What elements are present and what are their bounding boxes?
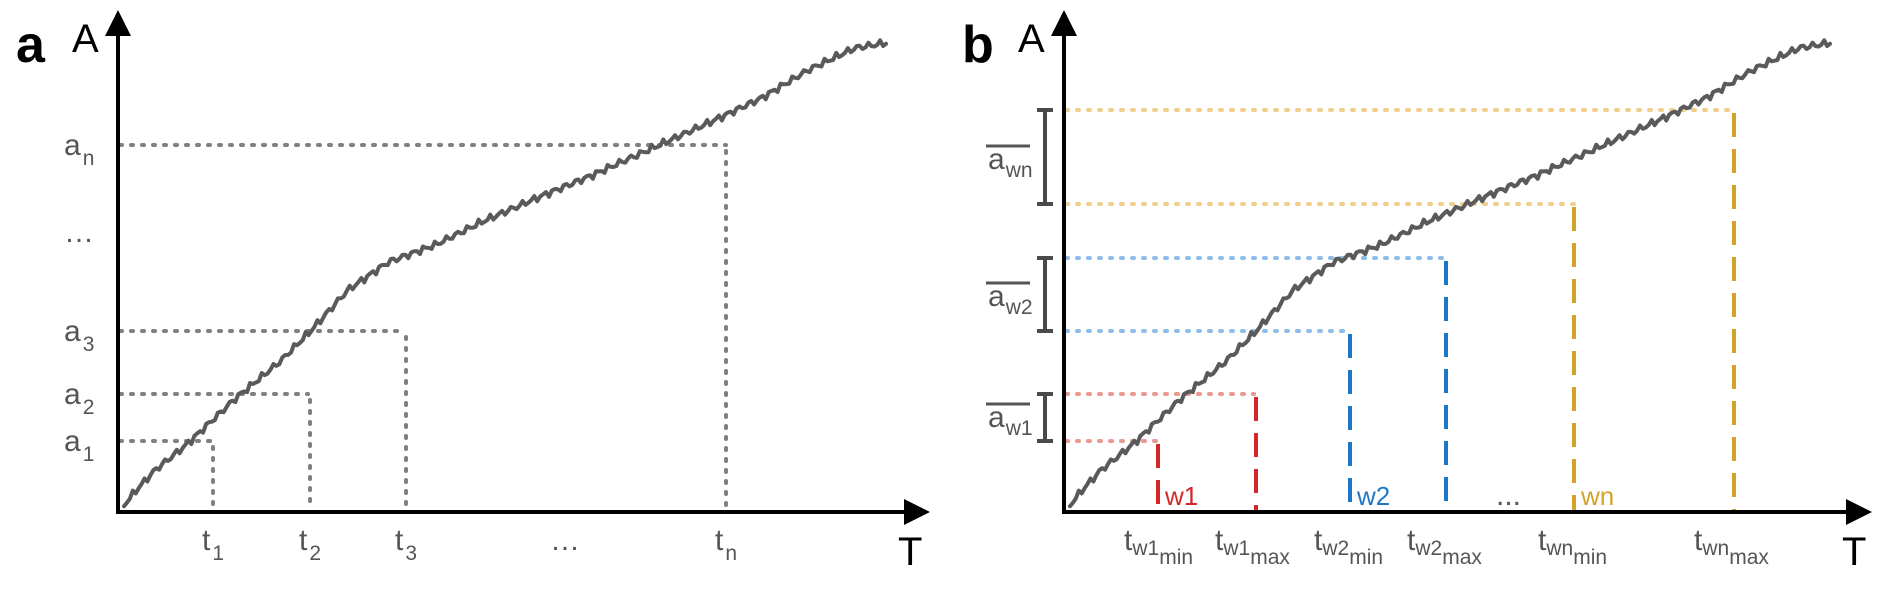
x-tick-tw1max: tw1max bbox=[1215, 524, 1290, 569]
svg-text:aw1: aw1 bbox=[988, 401, 1033, 440]
x-tick-t2: t2 bbox=[299, 524, 321, 565]
y-axis-arrow-b bbox=[1051, 10, 1077, 36]
x-tick-t1: t1 bbox=[202, 524, 224, 565]
x-axis-arrow-a bbox=[904, 499, 930, 525]
y-tick-ellipsis: … bbox=[64, 216, 94, 249]
avg-label-w1: aw1 bbox=[986, 401, 1033, 440]
window-ellipsis: ... bbox=[1496, 479, 1521, 512]
x-tick-tw1min: tw1min bbox=[1124, 524, 1193, 569]
panel-b-brackets bbox=[1037, 108, 1053, 443]
bracket-w1 bbox=[1037, 392, 1053, 443]
y-tick-a2: a2 bbox=[64, 378, 94, 419]
panel-b-window-bounds bbox=[1156, 113, 1736, 512]
bracket-wn bbox=[1037, 108, 1053, 206]
x-tick-twnmin: twnmin bbox=[1538, 524, 1607, 569]
curve-a bbox=[122, 38, 888, 509]
y-tick-a3: a3 bbox=[64, 315, 94, 356]
panel-b-axes bbox=[1051, 10, 1872, 525]
x-tick-tw2max: tw2max bbox=[1407, 524, 1482, 569]
y-axis-arrow-a bbox=[105, 10, 131, 36]
panel-b-guides bbox=[1064, 108, 1736, 443]
x-tick-twnmax: twnmax bbox=[1694, 524, 1769, 569]
window-label-w1: w1 bbox=[1164, 481, 1198, 511]
x-axis-arrow-b bbox=[1846, 499, 1872, 525]
avg-label-wn: awn bbox=[986, 143, 1033, 182]
y-tick-an: an bbox=[64, 129, 94, 170]
y-axis-label-b: A bbox=[1018, 17, 1045, 61]
panel-a-guides bbox=[118, 143, 728, 512]
x-tick-ellipsis: … bbox=[550, 524, 580, 557]
x-tick-tn: tn bbox=[715, 524, 737, 565]
svg-text:awn: awn bbox=[988, 143, 1033, 182]
window-label-wn: wn bbox=[1580, 481, 1614, 511]
panel-b-letter: b bbox=[962, 16, 994, 74]
curve-b bbox=[1068, 38, 1832, 509]
x-axis-label-b: T bbox=[1842, 530, 1866, 574]
panel-a-letter: a bbox=[16, 16, 46, 74]
panel-a-axes bbox=[105, 10, 930, 525]
y-tick-a1: a1 bbox=[64, 425, 94, 466]
panel-b: b A T bbox=[962, 10, 1872, 574]
x-axis-label-a: T bbox=[898, 530, 922, 574]
panel-a: a A T a1 a2 a3 … an t1 t2 bbox=[16, 10, 930, 574]
avg-label-w2: aw2 bbox=[986, 280, 1033, 319]
svg-text:aw2: aw2 bbox=[988, 280, 1033, 319]
window-label-w2: w2 bbox=[1356, 481, 1390, 511]
x-tick-tw2min: tw2min bbox=[1314, 524, 1383, 569]
x-tick-t3: t3 bbox=[395, 524, 417, 565]
y-axis-label-a: A bbox=[72, 17, 99, 61]
bracket-w2 bbox=[1037, 256, 1053, 333]
